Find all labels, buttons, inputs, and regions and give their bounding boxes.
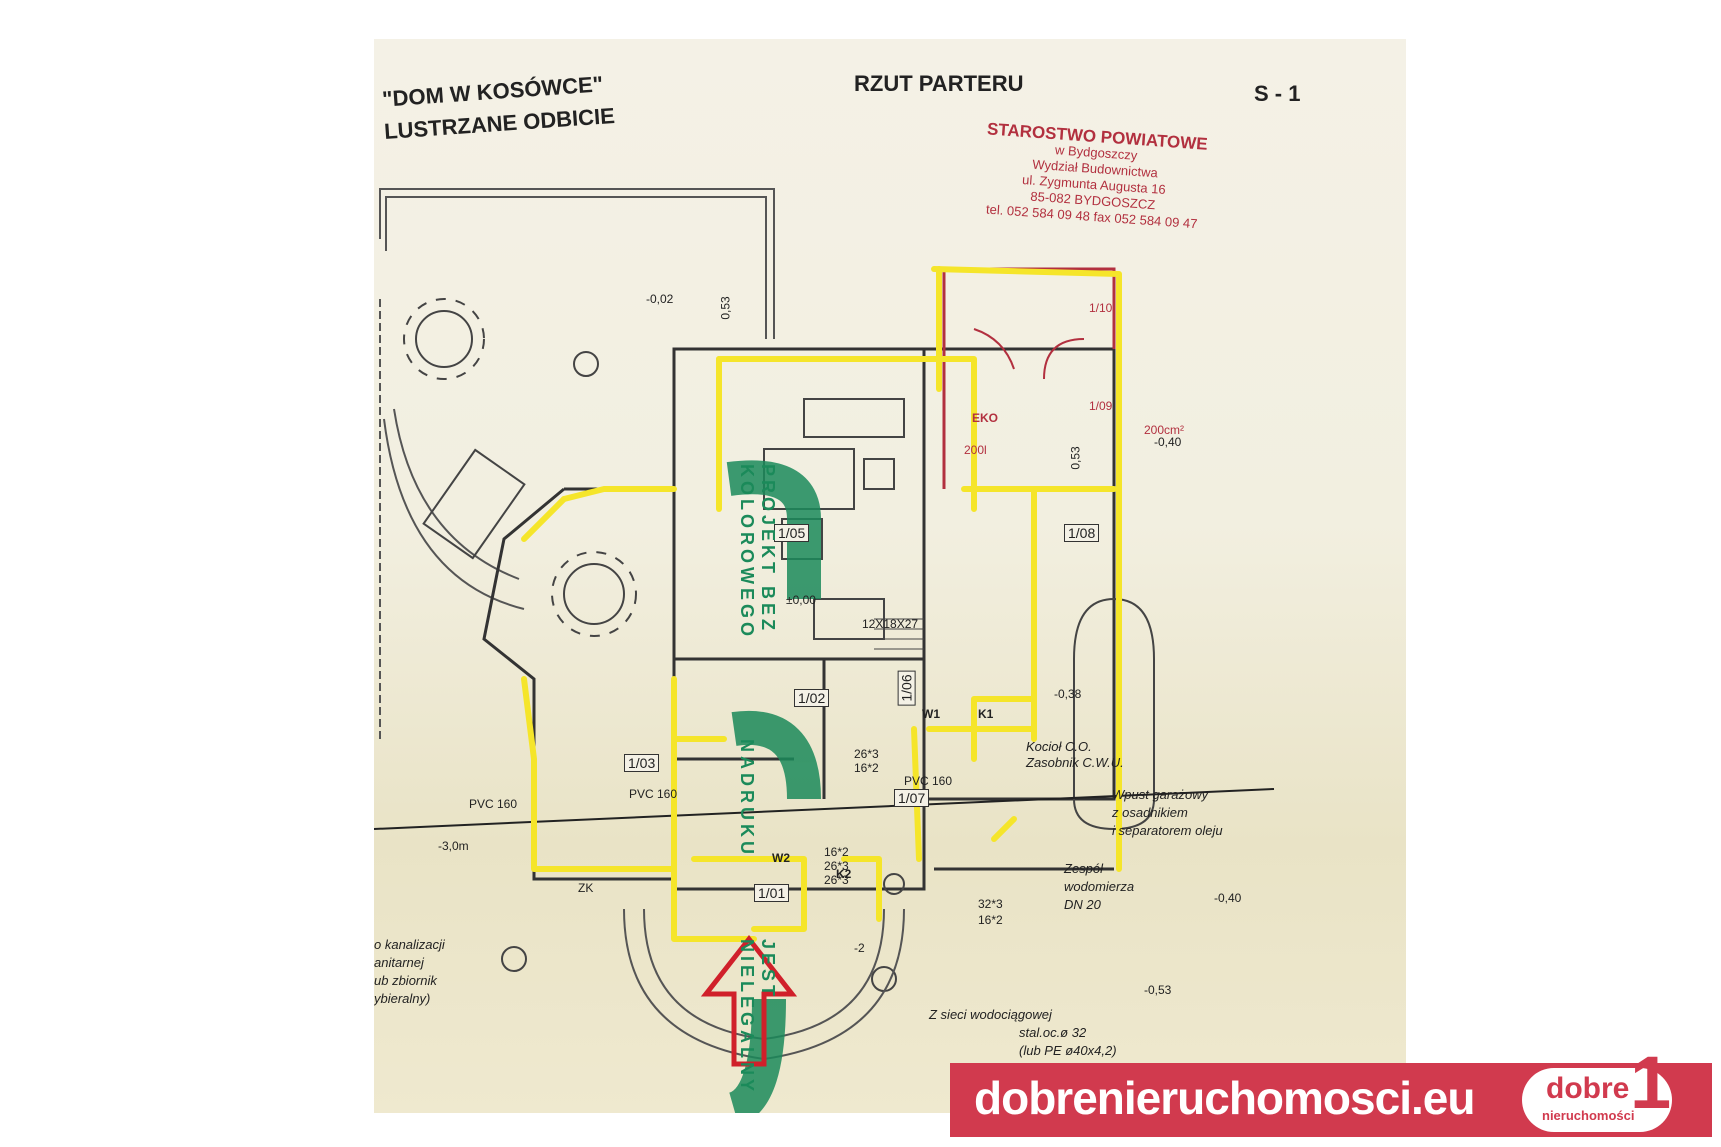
room-1-02: 1/02 (794, 689, 830, 707)
garage-drain-3: i separatorem oleju (1112, 823, 1223, 838)
agency-banner: dobrenieruchomosci.eu dobre nieruchomośc… (950, 1041, 1712, 1137)
watermark-text-2: JEST NIELEGALNY (737, 939, 778, 1096)
stairs-label: 12X18X27 (862, 617, 919, 631)
level-sewer: -3,0m (438, 839, 469, 853)
level-ground: ±0,00 (786, 593, 816, 607)
level-terrace: -0,02 (646, 292, 674, 306)
level-store: -0,40 (1154, 435, 1182, 449)
meter-label-2: wodomierza (1064, 879, 1135, 894)
garage-drain-1: Wpust garażowy (1112, 787, 1209, 802)
level-terrace-2: 0,53 (718, 296, 733, 320)
floor-plan-drawing (374, 188, 1275, 1113)
zk-label: ZK (578, 881, 594, 895)
sewer-label-1: o kanalizacji (374, 937, 445, 952)
window-label-1: 1/10 (1089, 301, 1113, 315)
pipe-label-2: PVC 160 (629, 787, 678, 801)
room-1-06: 1/06 (897, 670, 916, 706)
dim-6: 32*3 (978, 897, 1003, 911)
pipe-label-3: PVC 160 (904, 774, 953, 788)
boiler-label-2: Zasobnik C.W.U. (1026, 755, 1124, 770)
agency-logo: dobre nieruchomości 1 (1522, 1041, 1672, 1132)
level-boiler: -0,38 (1054, 687, 1082, 701)
dim-4: 26*3 (824, 859, 849, 873)
logo-digit: 1 (1630, 1041, 1672, 1124)
authority-stamp: STAROSTWO POWIATOWE w Bydgoszczy Wydział… (981, 119, 1209, 232)
dim-7: 16*2 (978, 913, 1003, 927)
water-label-1: Z sieci wodociągowej (929, 1007, 1052, 1022)
fixture-k1: K1 (978, 707, 994, 721)
dim-5: 26*3 (824, 873, 849, 887)
level-boiler-2: 0,53 (1068, 446, 1083, 470)
watermark-text-1: PROJEKT BEZ KOLOROWEGO (737, 464, 778, 640)
eko-label: EKO (972, 411, 999, 425)
sewer-label-3: ub zbiornik (374, 973, 437, 988)
logo-sub: nieruchomości (1542, 1108, 1635, 1123)
fixture-k2: K2 (836, 867, 852, 881)
water-label-3: (lub PE ø40x4,2) (1019, 1043, 1117, 1058)
yellow-overlay-outline (521, 266, 1122, 942)
tank-label: 200l (964, 443, 987, 457)
meter-label-1: Zespół (1064, 861, 1104, 876)
sewer-label-2: anitarnej (374, 955, 424, 970)
room-1-05: 1/05 (774, 524, 810, 542)
room-1-08: 1/08 (1064, 524, 1100, 542)
fixture-w1: W1 (922, 707, 940, 721)
fixture-w2: W2 (772, 851, 790, 865)
area-label: 200cm² (1144, 423, 1185, 437)
water-label-2: stal.oc.ø 32 (1019, 1025, 1087, 1040)
room-1-01: 1/01 (754, 884, 790, 902)
agency-url[interactable]: dobrenieruchomosci.eu (974, 1072, 1475, 1124)
level-entry: -2 (854, 941, 865, 955)
level-drive: -0,53 (1144, 983, 1172, 997)
level-garage: -0,40 (1214, 891, 1242, 905)
entry-arrow (700, 934, 798, 1067)
garage-drain-2: z osadnikiem (1112, 805, 1188, 820)
room-1-03: 1/03 (624, 754, 660, 772)
sheet-number: S - 1 (1254, 81, 1301, 106)
logo-word: dobre (1546, 1072, 1630, 1105)
room-1-07: 1/07 (894, 789, 930, 807)
sheet-title: RZUT PARTERU (854, 71, 1024, 96)
watermark-text-3: NADRUKU (737, 739, 757, 858)
boiler-label-1: Kocioł C.O. (1026, 739, 1092, 754)
floor-plan-sheet: "DOM W KOSÓWCE" LUSTRZANE ODBICIE RZUT P… (374, 39, 1406, 1113)
dim-1: 26*3 (854, 747, 879, 761)
meter-label-3: DN 20 (1064, 897, 1101, 912)
dim-2: 16*2 (854, 761, 879, 775)
dim-3: 16*2 (824, 845, 849, 859)
window-label-2: 1/09 (1089, 399, 1113, 413)
pipe-label-1: PVC 160 (469, 797, 518, 811)
sewer-label-4: ybieralny) (374, 991, 431, 1006)
